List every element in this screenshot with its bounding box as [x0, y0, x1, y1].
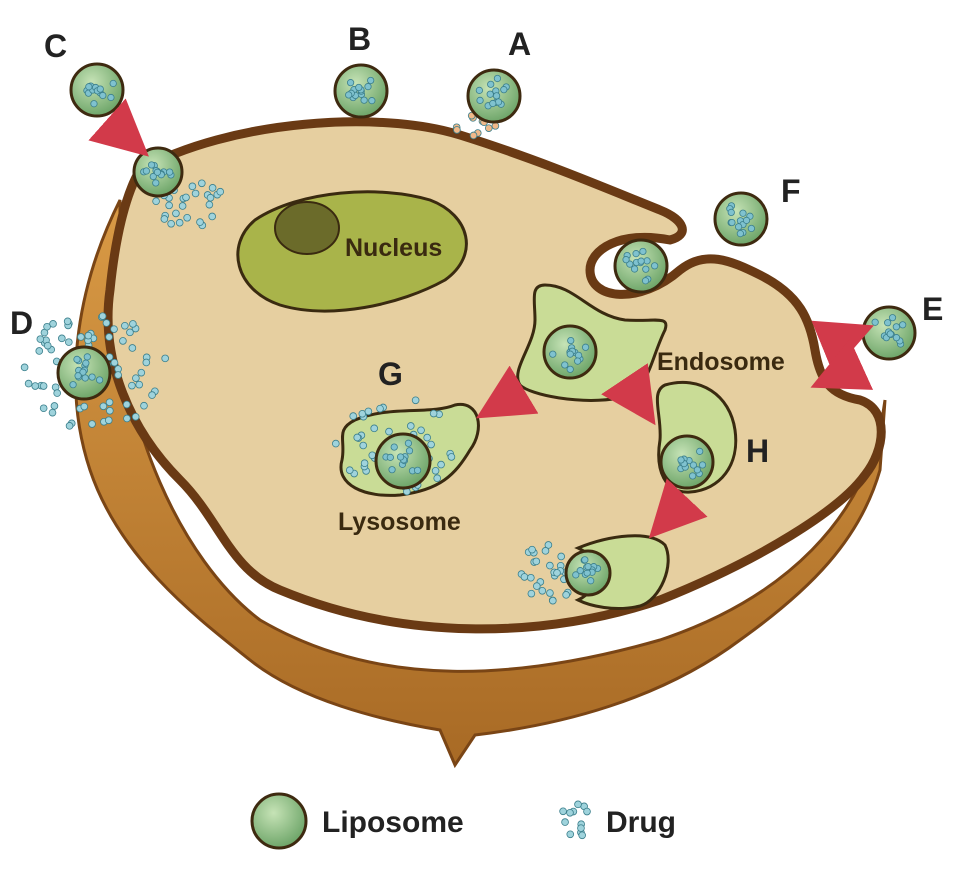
legend-liposome-icon: [250, 792, 308, 850]
nucleus-label: Nucleus: [345, 234, 442, 262]
cell-base: [74, 199, 887, 769]
arrow-endosome-to-h: [601, 363, 656, 426]
liposome-endosome: [542, 324, 598, 380]
legend-liposome-label: Liposome: [322, 806, 464, 839]
liposome-f-entering: [613, 238, 669, 294]
liposome-a: [466, 68, 522, 124]
label-c: C: [44, 28, 67, 64]
drug-release-a: [452, 111, 500, 140]
lysosome-label: Lysosome: [338, 508, 461, 536]
nucleolus: [274, 201, 340, 255]
arrow-h-to-release: [648, 478, 708, 539]
label-f: F: [781, 173, 801, 209]
legend: Liposome Drug: [250, 792, 676, 850]
liposome-f: [713, 191, 769, 247]
liposome-release: [564, 549, 612, 597]
liposome-g: [374, 432, 432, 490]
arrow-endosome-to-lysosome: [475, 365, 539, 419]
label-d: D: [10, 305, 33, 341]
liposome-e: [861, 305, 917, 361]
liposome-h: [659, 434, 715, 490]
label-h: H: [746, 433, 769, 469]
legend-drug-label: Drug: [606, 806, 676, 839]
liposome-c: [69, 62, 125, 118]
arrow-c: [88, 98, 149, 157]
legend-drug-icon: [559, 800, 591, 840]
liposome-c-fusing: [132, 146, 184, 198]
label-b: B: [348, 21, 371, 57]
label-g: G: [378, 356, 403, 392]
liposome-d: [56, 345, 112, 401]
arrow-e-out: [811, 320, 874, 373]
label-e: E: [922, 291, 943, 327]
liposome-b: [333, 63, 389, 119]
pathway-arrows: [88, 98, 874, 539]
label-a: A: [508, 26, 531, 62]
endosome-label: Endosome: [657, 348, 785, 376]
arrow-e-in: [810, 338, 874, 390]
